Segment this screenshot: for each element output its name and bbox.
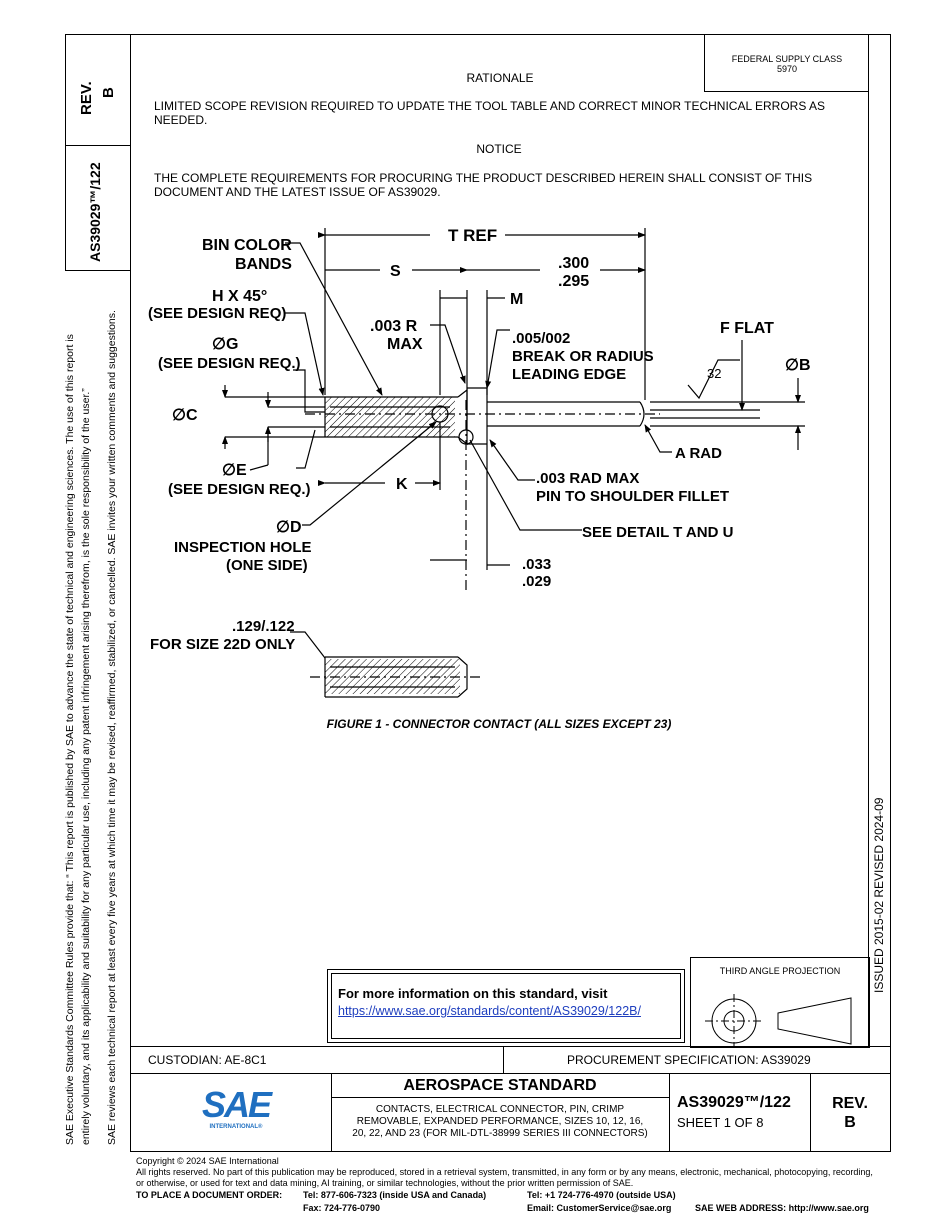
- sae-logo: SAE INTERNATIONAL®: [196, 1087, 276, 1135]
- title-rev-value: B: [844, 1114, 856, 1131]
- label-size22d: FOR SIZE 22D ONLY: [150, 636, 295, 653]
- info-link[interactable]: https://www.sae.org/standards/content/AS…: [338, 1004, 641, 1018]
- label-d: ∅D: [276, 519, 302, 536]
- label-g: ∅G: [212, 336, 238, 353]
- label-pin-fillet-2: PIN TO SHOULDER FILLET: [536, 488, 729, 505]
- label-d-side: (ONE SIDE): [226, 557, 308, 574]
- title-description: CONTACTS, ELECTRICAL CONNECTOR, PIN, CRI…: [331, 1104, 669, 1140]
- label-dim033: .033: [522, 556, 551, 573]
- federal-supply-number: 5970: [776, 64, 798, 74]
- connector-contact-drawing: BIN COLOR BANDS T REF H X 45° (SEE DESIG…: [148, 226, 811, 698]
- label-t-ref: T REF: [448, 226, 497, 245]
- label-see-detail: SEE DETAIL T AND U: [582, 524, 733, 541]
- title-rev: REV. B: [810, 1094, 890, 1132]
- email[interactable]: Email: CustomerService@sae.org: [527, 1203, 672, 1213]
- procurement-spec: PROCUREMENT SPECIFICATION: AS39029: [567, 1053, 811, 1067]
- label-bin-color-1: BIN COLOR: [202, 237, 292, 254]
- sheet-number: SHEET 1 OF 8: [677, 1115, 764, 1130]
- label-m: M: [510, 291, 523, 308]
- federal-supply-label: FEDERAL SUPPLY CLASS: [731, 54, 843, 64]
- label-a-rad: A RAD: [675, 445, 722, 462]
- label-r003-max: MAX: [387, 336, 423, 353]
- rights-line1: All rights reserved. No part of this pub…: [136, 1167, 873, 1177]
- label-e-req: (SEE DESIGN REQ.): [168, 481, 311, 498]
- label-h45-req: (SEE DESIGN REQ): [148, 305, 286, 322]
- label-dim300: .300: [558, 255, 589, 272]
- issue-revised-dates: ISSUED 2015-02 REVISED 2024-09: [872, 797, 886, 993]
- label-b: ∅B: [785, 357, 811, 374]
- rationale-heading: RATIONALE: [466, 71, 534, 85]
- label-e: ∅E: [222, 462, 247, 479]
- third-angle-label: THIRD ANGLE PROJECTION: [719, 966, 841, 976]
- third-angle-box: THIRD ANGLE PROJECTION: [690, 957, 870, 1048]
- label-dim129: .129/.122: [232, 618, 295, 635]
- title-rev-label: REV.: [832, 1095, 868, 1112]
- federal-supply-box: FEDERAL SUPPLY CLASS 5970: [704, 34, 869, 92]
- label-dim295: .295: [558, 273, 589, 290]
- projection-symbol: [705, 994, 852, 1046]
- label-break-2: BREAK OR RADIUS: [512, 348, 654, 365]
- copyright: Copyright © 2024 SAE International: [136, 1156, 279, 1166]
- title-desc-line2: REMOVABLE, EXPANDED PERFORMANCE, SIZES 1…: [356, 1116, 644, 1127]
- info-heading: For more information on this standard, v…: [338, 986, 608, 1001]
- label-break-1: .005/002: [512, 330, 570, 347]
- web-address[interactable]: SAE WEB ADDRESS: http://www.sae.org: [695, 1203, 869, 1213]
- label-pin-fillet-1: .003 RAD MAX: [536, 470, 639, 487]
- title-desc-line1: CONTACTS, ELECTRICAL CONNECTOR, PIN, CRI…: [375, 1104, 625, 1115]
- label-g-req: (SEE DESIGN REQ.): [158, 355, 301, 372]
- rationale-text: LIMITED SCOPE REVISION REQUIRED TO UPDAT…: [154, 99, 826, 127]
- label-h45: H X 45°: [212, 288, 267, 305]
- label-bin-color-2: BANDS: [235, 256, 292, 273]
- label-finish-32: 32: [707, 366, 721, 381]
- tel-intl: Tel: +1 724-776-4970 (outside USA): [527, 1190, 676, 1200]
- label-dim029: .029: [522, 573, 551, 590]
- label-d-hole: INSPECTION HOLE: [174, 539, 312, 556]
- custodian: CUSTODIAN: AE-8C1: [148, 1053, 267, 1067]
- info-box: For more information on this standard, v…: [327, 969, 685, 1043]
- sae-logo-letters: SAE: [201, 1084, 272, 1125]
- label-break-3: LEADING EDGE: [512, 366, 626, 383]
- notice-text: THE COMPLETE REQUIREMENTS FOR PROCURING …: [154, 171, 813, 199]
- title-desc-line3: 20, 22, AND 23 (FOR MIL-DTL-38999 SERIES…: [352, 1128, 648, 1139]
- aerospace-standard-title: AEROSPACE STANDARD: [403, 1077, 597, 1094]
- figure-caption: FIGURE 1 - CONNECTOR CONTACT (ALL SIZES …: [326, 717, 672, 731]
- label-r003: .003 R: [370, 318, 418, 335]
- label-c: ∅C: [172, 407, 198, 424]
- tel-us: Tel: 877-606-7323 (inside USA and Canada…: [303, 1190, 487, 1200]
- label-k: K: [396, 476, 408, 493]
- rights-line2: or otherwise, or used for text and data …: [136, 1178, 634, 1188]
- label-s: S: [390, 263, 401, 280]
- label-f-flat: F FLAT: [720, 320, 774, 337]
- fax: Fax: 724-776-0790: [303, 1203, 381, 1213]
- sae-logo-sub: INTERNATIONAL®: [209, 1124, 263, 1130]
- order-label: TO PLACE A DOCUMENT ORDER:: [136, 1190, 283, 1200]
- notice-heading: NOTICE: [476, 142, 522, 156]
- title-doc-number: AS39029™/122: [677, 1094, 791, 1111]
